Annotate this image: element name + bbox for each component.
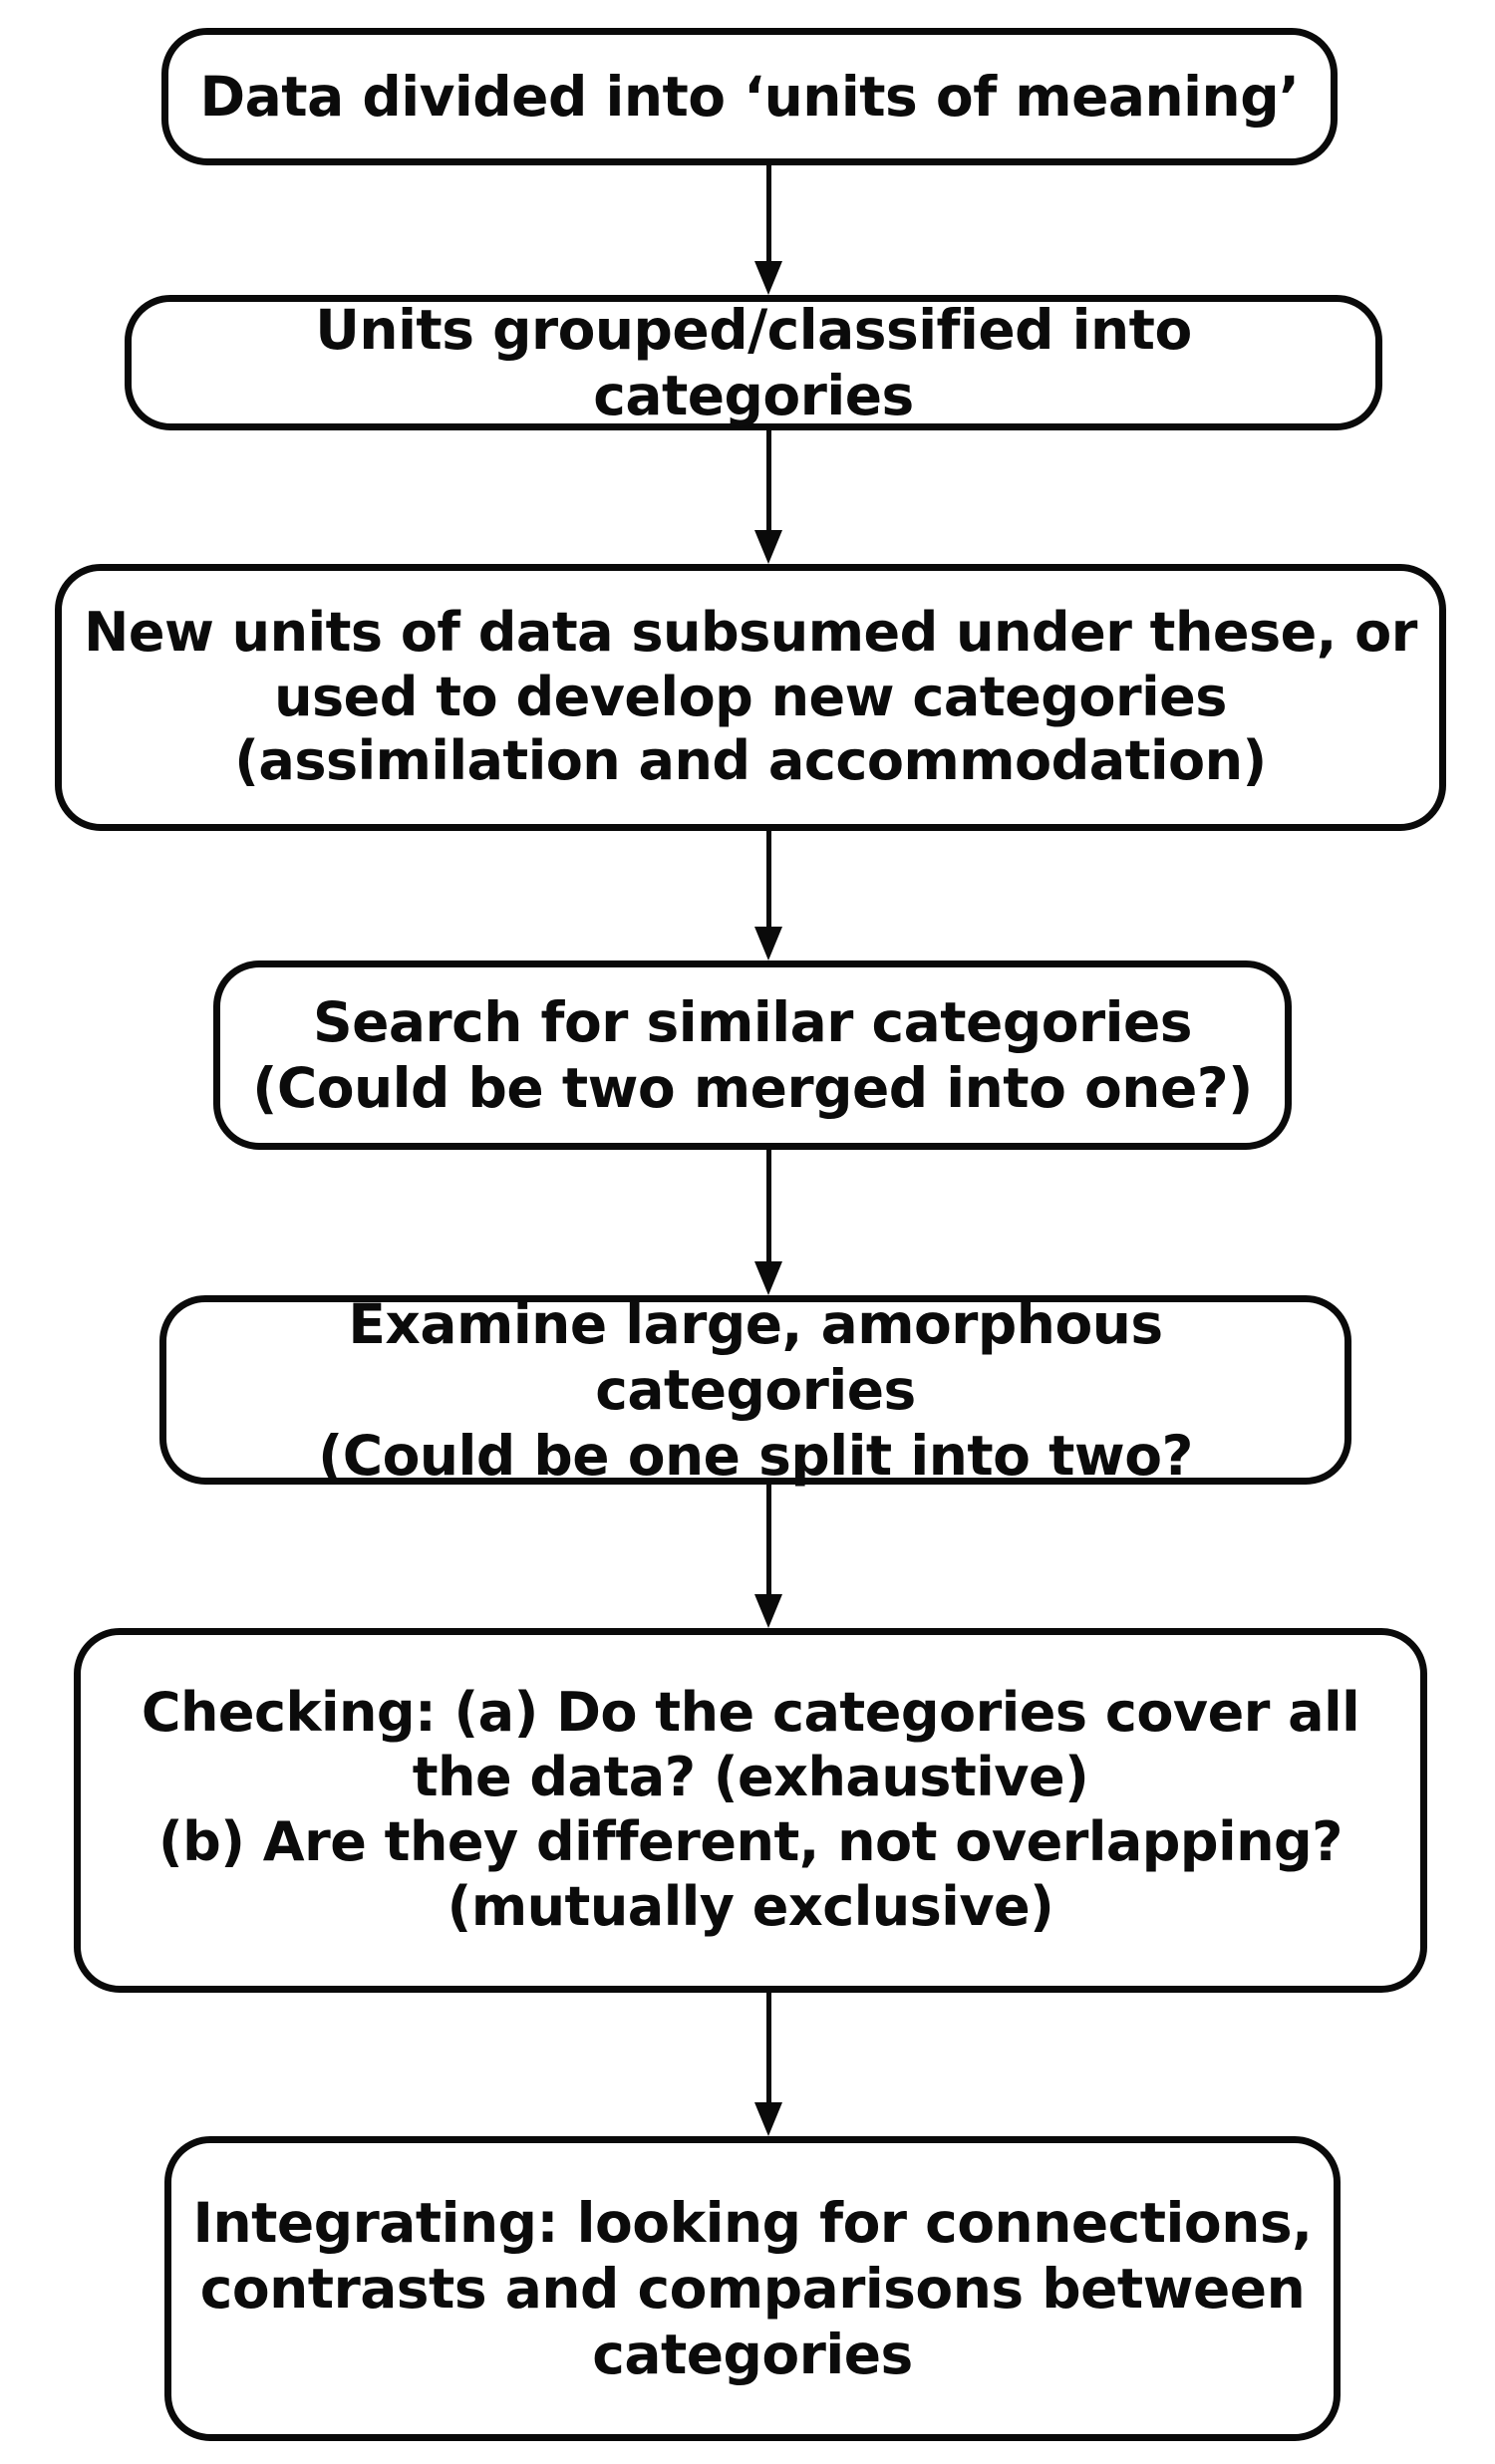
flow-node-6-label: Checking: (a) Do the categories cover al… [141,1681,1360,1938]
flow-node-7: Integrating: looking for connections, co… [164,2136,1341,2441]
flow-node-3-label: New units of data subsumed under these, … [84,600,1417,793]
flow-node-2-label: Units grouped/classified into categories [315,298,1192,427]
down-arrow-icon-5 [739,1485,798,1628]
flow-node-1: Data divided into ‘units of meaning’ [161,28,1338,165]
arrow-shaft [766,1485,771,1594]
arrow-head [754,927,782,960]
flow-node-1-label: Data divided into ‘units of meaning’ [199,65,1300,129]
arrow-shaft [766,1150,771,1261]
arrow-head [754,261,782,295]
arrow-shaft [766,831,771,927]
arrow-head [754,530,782,564]
flow-node-3: New units of data subsumed under these, … [55,564,1446,831]
down-arrow-icon-4 [739,1150,798,1295]
flow-node-5: Examine large, amorphous categories (Cou… [159,1292,1351,1488]
flow-node-2: Units grouped/classified into categories [125,295,1382,430]
flow-node-4: Search for similar categories (Could be … [213,960,1292,1150]
flow-node-4-label: Search for similar categories (Could be … [252,990,1253,1120]
down-arrow-icon-6 [739,1993,798,2136]
arrow-head [754,1594,782,1628]
down-arrow-icon-3 [739,831,798,960]
flow-node-5-label: Examine large, amorphous categories (Cou… [318,1292,1193,1488]
arrow-head [754,2102,782,2136]
arrow-head [754,1261,782,1295]
flow-node-6: Checking: (a) Do the categories cover al… [74,1628,1427,1993]
down-arrow-icon-2 [739,430,798,564]
flow-node-7-label: Integrating: looking for connections, co… [192,2191,1313,2386]
arrow-shaft [766,430,771,530]
down-arrow-icon-1 [739,165,798,295]
arrow-shaft [766,165,771,261]
arrow-shaft [766,1993,771,2102]
